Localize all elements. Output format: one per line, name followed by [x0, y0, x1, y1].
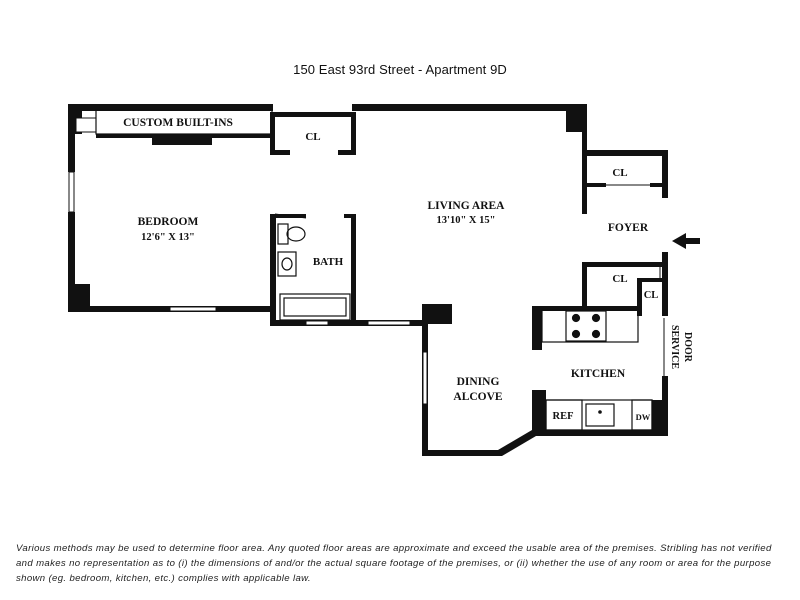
- page-title: 150 East 93rd Street - Apartment 9D: [293, 62, 507, 77]
- bath-sink: [277, 251, 297, 277]
- entry-arrow-icon: [672, 233, 700, 249]
- wall-builtins-box: [152, 134, 212, 144]
- column-top-right: [566, 104, 587, 132]
- kitchen-sink: [585, 403, 615, 427]
- wall-dining-bottom: [422, 450, 502, 456]
- bedroom-closet-label: CL: [305, 131, 320, 143]
- wall-bottom-bath: [270, 320, 424, 326]
- wall-hall-closet-top: [582, 262, 668, 267]
- window-dining-left: [422, 351, 428, 405]
- wall-builtins-box-bottom: [152, 142, 212, 145]
- bath-label: BATH: [313, 256, 344, 268]
- burner: [571, 329, 581, 339]
- wall-bottom-kitchen: [532, 430, 668, 436]
- dishwasher-box: [631, 399, 653, 431]
- wall-kitchen-end: [532, 306, 542, 350]
- wall-top-bedroom: [68, 104, 273, 111]
- service-closet-label: CL: [644, 290, 659, 301]
- cooktop: [565, 310, 607, 342]
- service-door-label-1: SERVICE: [669, 325, 680, 369]
- refrigerator-box: [545, 399, 583, 431]
- wall-left-upper: [68, 104, 75, 172]
- toilet-bowl: [286, 226, 306, 242]
- window-bath-bottom: [305, 320, 329, 326]
- burner: [571, 313, 581, 323]
- wall-right-foyer: [662, 150, 668, 198]
- bedroom-size-label: 12'6" X 13": [141, 232, 195, 243]
- wall-bedroom-closet-bottom-a: [270, 150, 290, 155]
- column-dining: [422, 304, 452, 324]
- foyer-closet-label: CL: [612, 167, 627, 179]
- disclaimer-text: Various methods may be used to determine…: [16, 543, 772, 584]
- foyer-label: FOYER: [608, 222, 649, 234]
- door-swing-bedroom: [274, 213, 307, 219]
- wall-bath-left: [270, 214, 276, 324]
- bath-sink-basin: [281, 257, 293, 271]
- wall-top-living: [352, 104, 586, 111]
- dining-alcove-label-2: ALCOVE: [453, 391, 503, 403]
- window-living-bottom: [367, 320, 411, 326]
- window-bedroom-bottom: [169, 306, 217, 312]
- wall-dining-bay: [498, 430, 536, 456]
- column-kitchen: [652, 400, 668, 436]
- wall-service-closet-left: [637, 278, 642, 316]
- wall-foyer-closet-bottom-b: [650, 183, 667, 187]
- window-bedroom-left: [68, 171, 75, 213]
- wall-left-lower: [68, 212, 75, 312]
- bedroom-label: BEDROOM: [138, 216, 199, 228]
- wall-foyer-top: [582, 150, 667, 156]
- wall-service-closet-top: [637, 278, 668, 282]
- wall-kitchen-upper: [532, 306, 642, 311]
- wall-bath-top-b: [344, 214, 356, 218]
- kitchen-counter-upper: [541, 309, 639, 343]
- kitchen-label: KITCHEN: [571, 368, 626, 380]
- living-area-label: LIVING AREA: [427, 200, 505, 212]
- living-area-size-label: 13'10" X 15": [437, 215, 496, 226]
- wall-hall-closet-left: [582, 262, 587, 308]
- custom-built-ins-label: CUSTOM BUILT-INS: [123, 117, 233, 129]
- bathtub-inner: [283, 297, 347, 317]
- dining-alcove-label-1: DINING: [457, 376, 500, 388]
- wall-kitchen-lower: [532, 390, 546, 434]
- wall-right-upper: [582, 104, 587, 214]
- burner: [591, 329, 601, 339]
- refrigerator-label: REF: [553, 411, 574, 422]
- wall-right-service: [662, 252, 668, 316]
- bathtub-outer: [279, 293, 351, 321]
- wall-foyer-closet-bottom: [582, 183, 606, 187]
- dishwasher-label: DW: [636, 412, 651, 422]
- window-builtins: [75, 117, 97, 133]
- wall-top-closet: [270, 112, 356, 117]
- hall-closet-label: CL: [612, 273, 627, 285]
- service-door-label-2: DOOR: [682, 332, 693, 363]
- column-bottom-left: [68, 284, 90, 312]
- sink-drain: [598, 410, 602, 414]
- custom-built-ins-outline: [95, 109, 273, 135]
- wall-bedroom-closet-bottom-b: [338, 150, 356, 155]
- wall-bath-right: [351, 214, 356, 324]
- toilet-tank: [277, 223, 289, 245]
- wall-bedroom-closet-right: [351, 112, 356, 154]
- burner: [591, 313, 601, 323]
